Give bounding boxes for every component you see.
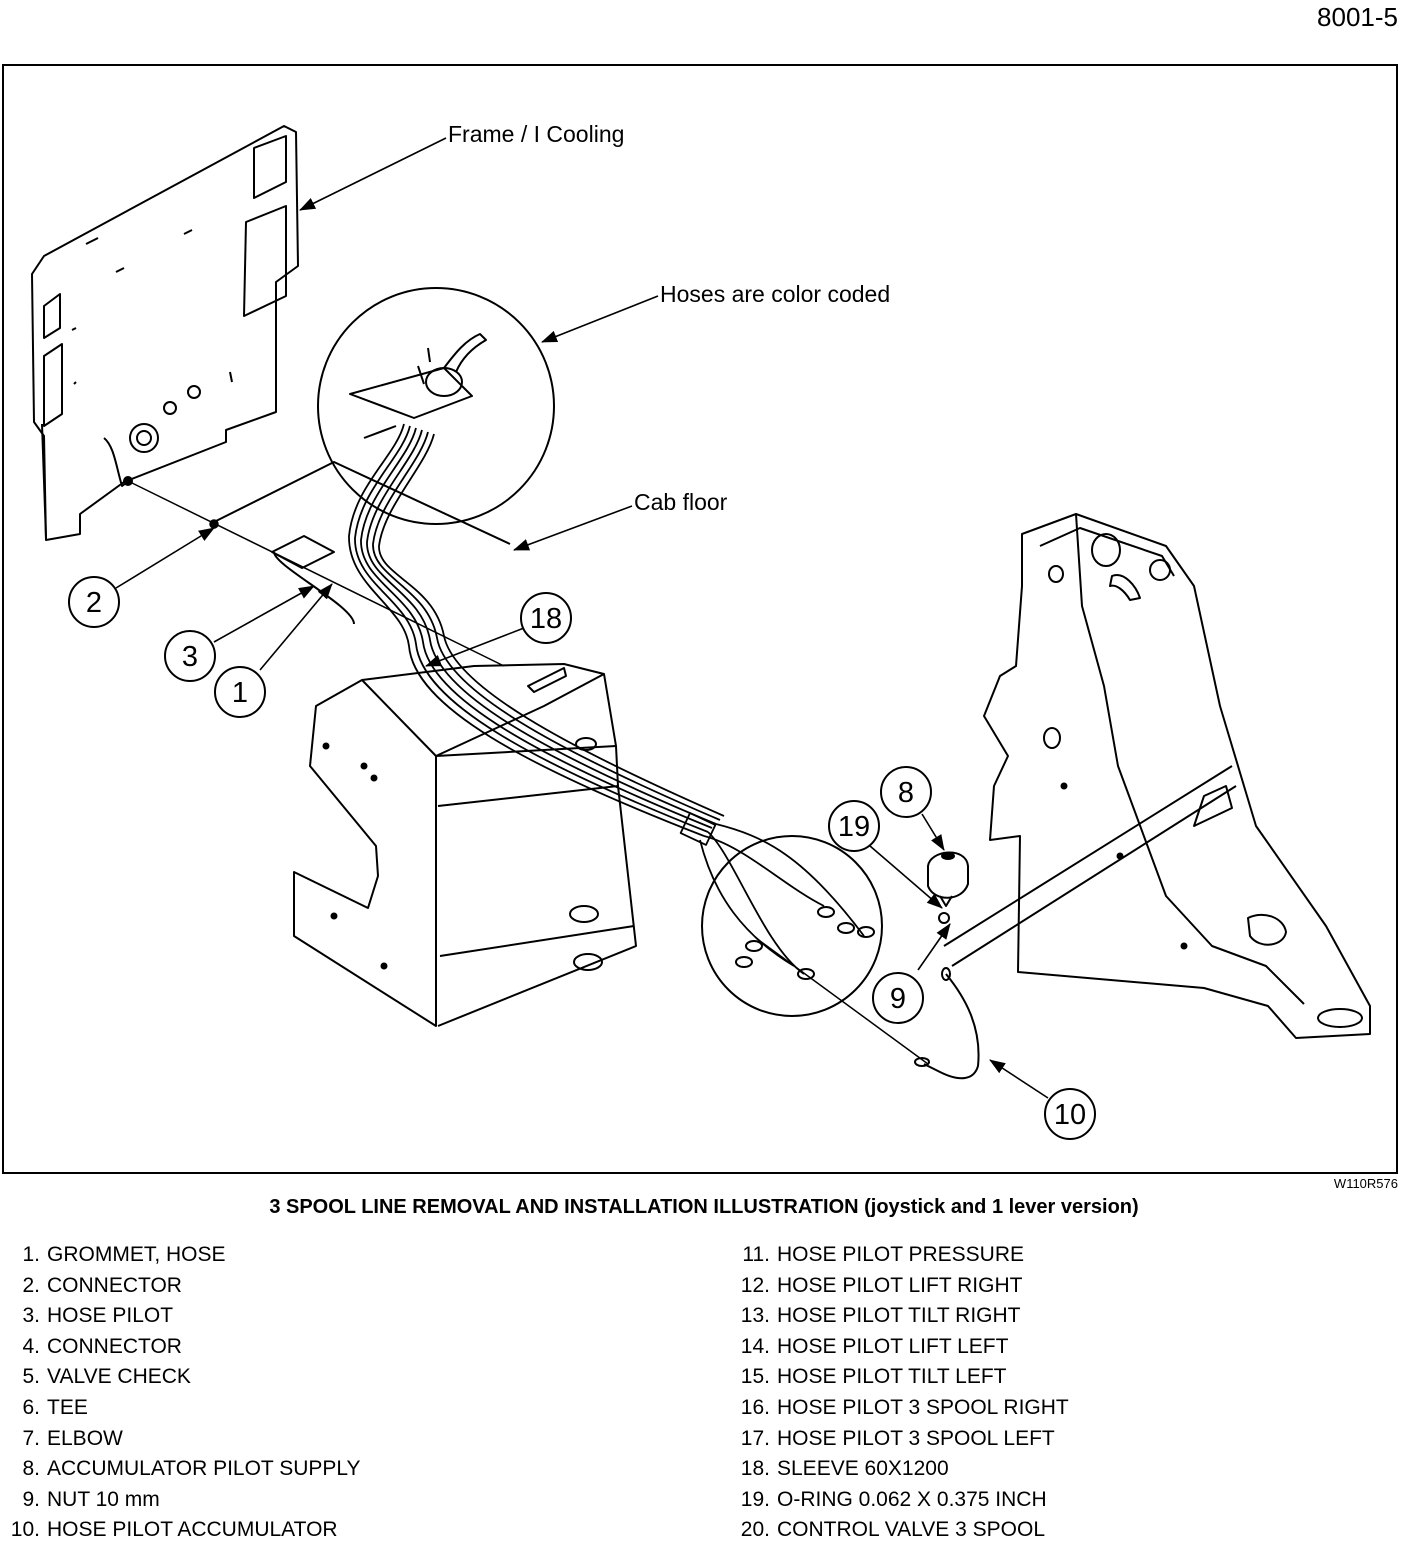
callout-18-circle (520, 592, 572, 644)
part-name: NUT 10 mm (47, 1487, 160, 1511)
part-number: 3. (22, 1304, 40, 1328)
part-name: CONNECTOR (47, 1273, 182, 1297)
part-list-item: 1. GROMMET, HOSE (0, 1240, 361, 1271)
parts-list-right: 11. HOSE PILOT PRESSURE 12. HOSE PILOT LIF… (730, 1240, 1069, 1546)
part-list-item: 18. SLEEVE 60X1200 (730, 1454, 1069, 1485)
part-number: 9. (22, 1487, 40, 1511)
part-list-item: 4. CONNECTOR (0, 1332, 361, 1363)
part-number: 5. (22, 1365, 40, 1389)
part-name: HOSE PILOT TILT LEFT (777, 1365, 1007, 1389)
part-list-item: 8. ACCUMULATOR PILOT SUPPLY (0, 1454, 361, 1485)
part-name: HOSE PILOT 3 SPOOL RIGHT (777, 1395, 1069, 1419)
part-list-item: 11. HOSE PILOT PRESSURE (730, 1240, 1069, 1271)
part-list-item: 2. CONNECTOR (0, 1271, 361, 1302)
label-hoses-color-coded: Hoses are color coded (660, 281, 890, 307)
callout-1: 1 (232, 677, 248, 709)
part-name: CONNECTOR (47, 1334, 182, 1358)
part-list-item: 20. CONTROL VALVE 3 SPOOL (730, 1515, 1069, 1546)
accumulator-hose-drawing (914, 967, 980, 1080)
valve-fittings-detail-drawing (701, 835, 883, 1017)
part-number: 16. (740, 1395, 770, 1419)
callout-3-circle (164, 630, 216, 682)
part-name: HOSE PILOT TILT RIGHT (777, 1304, 1021, 1328)
part-name: ACCUMULATOR PILOT SUPPLY (47, 1457, 361, 1481)
part-list-item: 7. ELBOW (0, 1424, 361, 1455)
part-number: 18. (740, 1457, 770, 1481)
cab-floor-drawing (213, 461, 511, 625)
part-name: HOSE PILOT LIFT RIGHT (777, 1273, 1023, 1297)
callout-19: 19 (838, 811, 870, 843)
page-number: 8001-5 (1317, 2, 1398, 32)
callout-3: 3 (182, 641, 198, 673)
callout-10: 10 (1054, 1099, 1086, 1131)
figure-frame: 2 3 1 18 19 8 9 10 Frame / I Cooling Hos… (2, 64, 1398, 1174)
part-number: 19. (740, 1487, 770, 1511)
part-list-item: 5. VALVE CHECK (0, 1362, 361, 1393)
part-list-item: 12. HOSE PILOT LIFT RIGHT (730, 1271, 1069, 1302)
part-name: HOSE PILOT LIFT LEFT (777, 1334, 1009, 1358)
callout-18: 18 (530, 603, 562, 635)
hose-bundle-drawing (348, 423, 865, 975)
callout-10-circle (1044, 1088, 1096, 1140)
part-name: VALVE CHECK (47, 1365, 191, 1389)
parts-list-left: 1. GROMMET, HOSE 2. CONNECTOR 3. HOSE PILOT… (0, 1240, 361, 1546)
exploded-view-diagram: 2 3 1 18 19 8 9 10 Frame / I Cooling Hos… (31, 121, 1371, 1140)
part-number: 20. (740, 1518, 770, 1542)
part-list-item: 15. HOSE PILOT TILT LEFT (730, 1362, 1069, 1393)
part-number: 17. (740, 1426, 770, 1450)
callout-1-circle (214, 666, 266, 718)
part-list-item: 3. HOSE PILOT (0, 1301, 361, 1332)
part-name: SLEEVE 60X1200 (777, 1457, 949, 1481)
part-list-item: 9. NUT 10 mm (0, 1485, 361, 1516)
part-number: 12. (740, 1273, 770, 1297)
callout-8-circle (880, 766, 932, 818)
part-name: TEE (47, 1395, 88, 1419)
part-number: 1. (22, 1243, 40, 1266)
label-frame-cooling: Frame / I Cooling (448, 121, 624, 147)
callout-9-circle (872, 972, 924, 1024)
callout-19-circle (828, 800, 880, 852)
part-number: 2. (22, 1273, 40, 1297)
part-name: HOSE PILOT ACCUMULATOR (47, 1518, 338, 1542)
part-number: 11. (742, 1243, 770, 1266)
part-name: GROMMET, HOSE (47, 1243, 226, 1266)
part-number: 7. (22, 1426, 40, 1450)
part-number: 8. (22, 1457, 40, 1481)
part-name: ELBOW (47, 1426, 123, 1450)
part-number: 10. (10, 1518, 40, 1542)
figure-caption: 3 SPOOL LINE REMOVAL AND INSTALLATION IL… (269, 1196, 1139, 1218)
part-list-item: 16. HOSE PILOT 3 SPOOL RIGHT (730, 1393, 1069, 1424)
part-name: HOSE PILOT (47, 1304, 174, 1328)
frame-panel-drawing (31, 125, 299, 541)
part-number: 4. (22, 1334, 40, 1358)
part-list-item: 19. O-RING 0.062 X 0.375 INCH (730, 1485, 1069, 1516)
part-list-item: 14. HOSE PILOT LIFT LEFT (730, 1332, 1069, 1363)
callout-2: 2 (86, 587, 102, 619)
loader-tower-drawing (943, 513, 1371, 1039)
callout-9: 9 (890, 983, 906, 1015)
label-cab-floor: Cab floor (634, 489, 728, 515)
part-number: 6. (22, 1395, 40, 1419)
joystick-detail-drawing (317, 287, 555, 525)
part-list-item: 10. HOSE PILOT ACCUMULATOR (0, 1515, 361, 1546)
accumulator-drawing (927, 851, 969, 924)
part-list-item: 17. HOSE PILOT 3 SPOOL LEFT (730, 1424, 1069, 1455)
part-list-item: 13. HOSE PILOT TILT RIGHT (730, 1301, 1069, 1332)
part-name: CONTROL VALVE 3 SPOOL (777, 1518, 1046, 1542)
part-number: 15. (740, 1365, 770, 1389)
part-number: 13. (740, 1304, 770, 1328)
part-number: 14. (740, 1334, 770, 1358)
part-name: O-RING 0.062 X 0.375 INCH (777, 1487, 1047, 1511)
part-name: HOSE PILOT PRESSURE (777, 1243, 1025, 1266)
control-valve-housing-drawing (293, 663, 637, 1027)
part-name: HOSE PILOT 3 SPOOL LEFT (777, 1426, 1055, 1450)
callout-8: 8 (898, 777, 914, 809)
part-list-item: 6. TEE (0, 1393, 361, 1424)
callout-2-circle (68, 576, 120, 628)
figure-code: W110R576 (1333, 1176, 1398, 1191)
